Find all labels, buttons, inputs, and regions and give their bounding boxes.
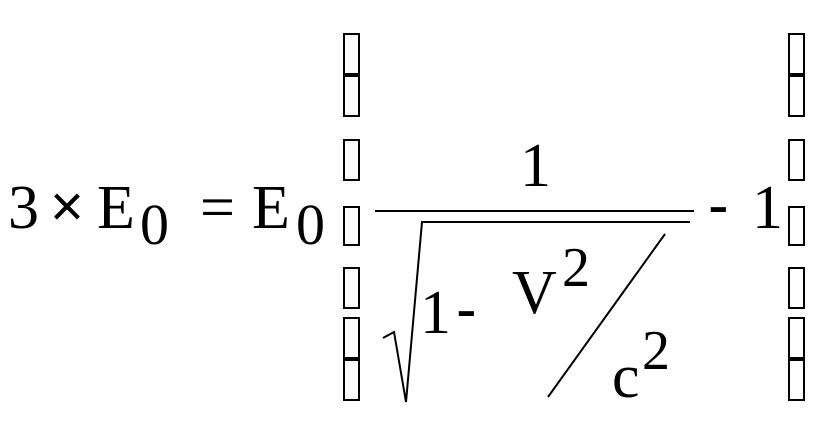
lhs-coefficient: 3 bbox=[8, 174, 39, 242]
square-root-sign bbox=[382, 221, 690, 403]
light-speed-exponent: 2 bbox=[642, 320, 670, 382]
radicand-one: 1 bbox=[420, 279, 451, 347]
rhs-energy-symbol: E bbox=[252, 174, 290, 242]
left-bracket bbox=[343, 33, 360, 401]
times-sign: × bbox=[50, 174, 84, 239]
light-speed-symbol: c bbox=[612, 343, 640, 411]
rhs-energy-subscript: 0 bbox=[296, 192, 325, 257]
trailing-minus: - bbox=[708, 171, 729, 240]
fraction-numerator: 1 bbox=[520, 132, 551, 200]
radicand-minus: - bbox=[456, 275, 477, 344]
right-bracket bbox=[788, 33, 805, 401]
equals-sign: = bbox=[200, 174, 235, 242]
velocity-exponent: 2 bbox=[562, 237, 590, 299]
lhs-energy-symbol: E bbox=[97, 174, 135, 242]
lhs-energy-subscript: 0 bbox=[140, 192, 169, 257]
trailing-one: 1 bbox=[752, 174, 783, 242]
fraction-slash bbox=[547, 233, 666, 398]
velocity-symbol: V bbox=[512, 259, 557, 327]
